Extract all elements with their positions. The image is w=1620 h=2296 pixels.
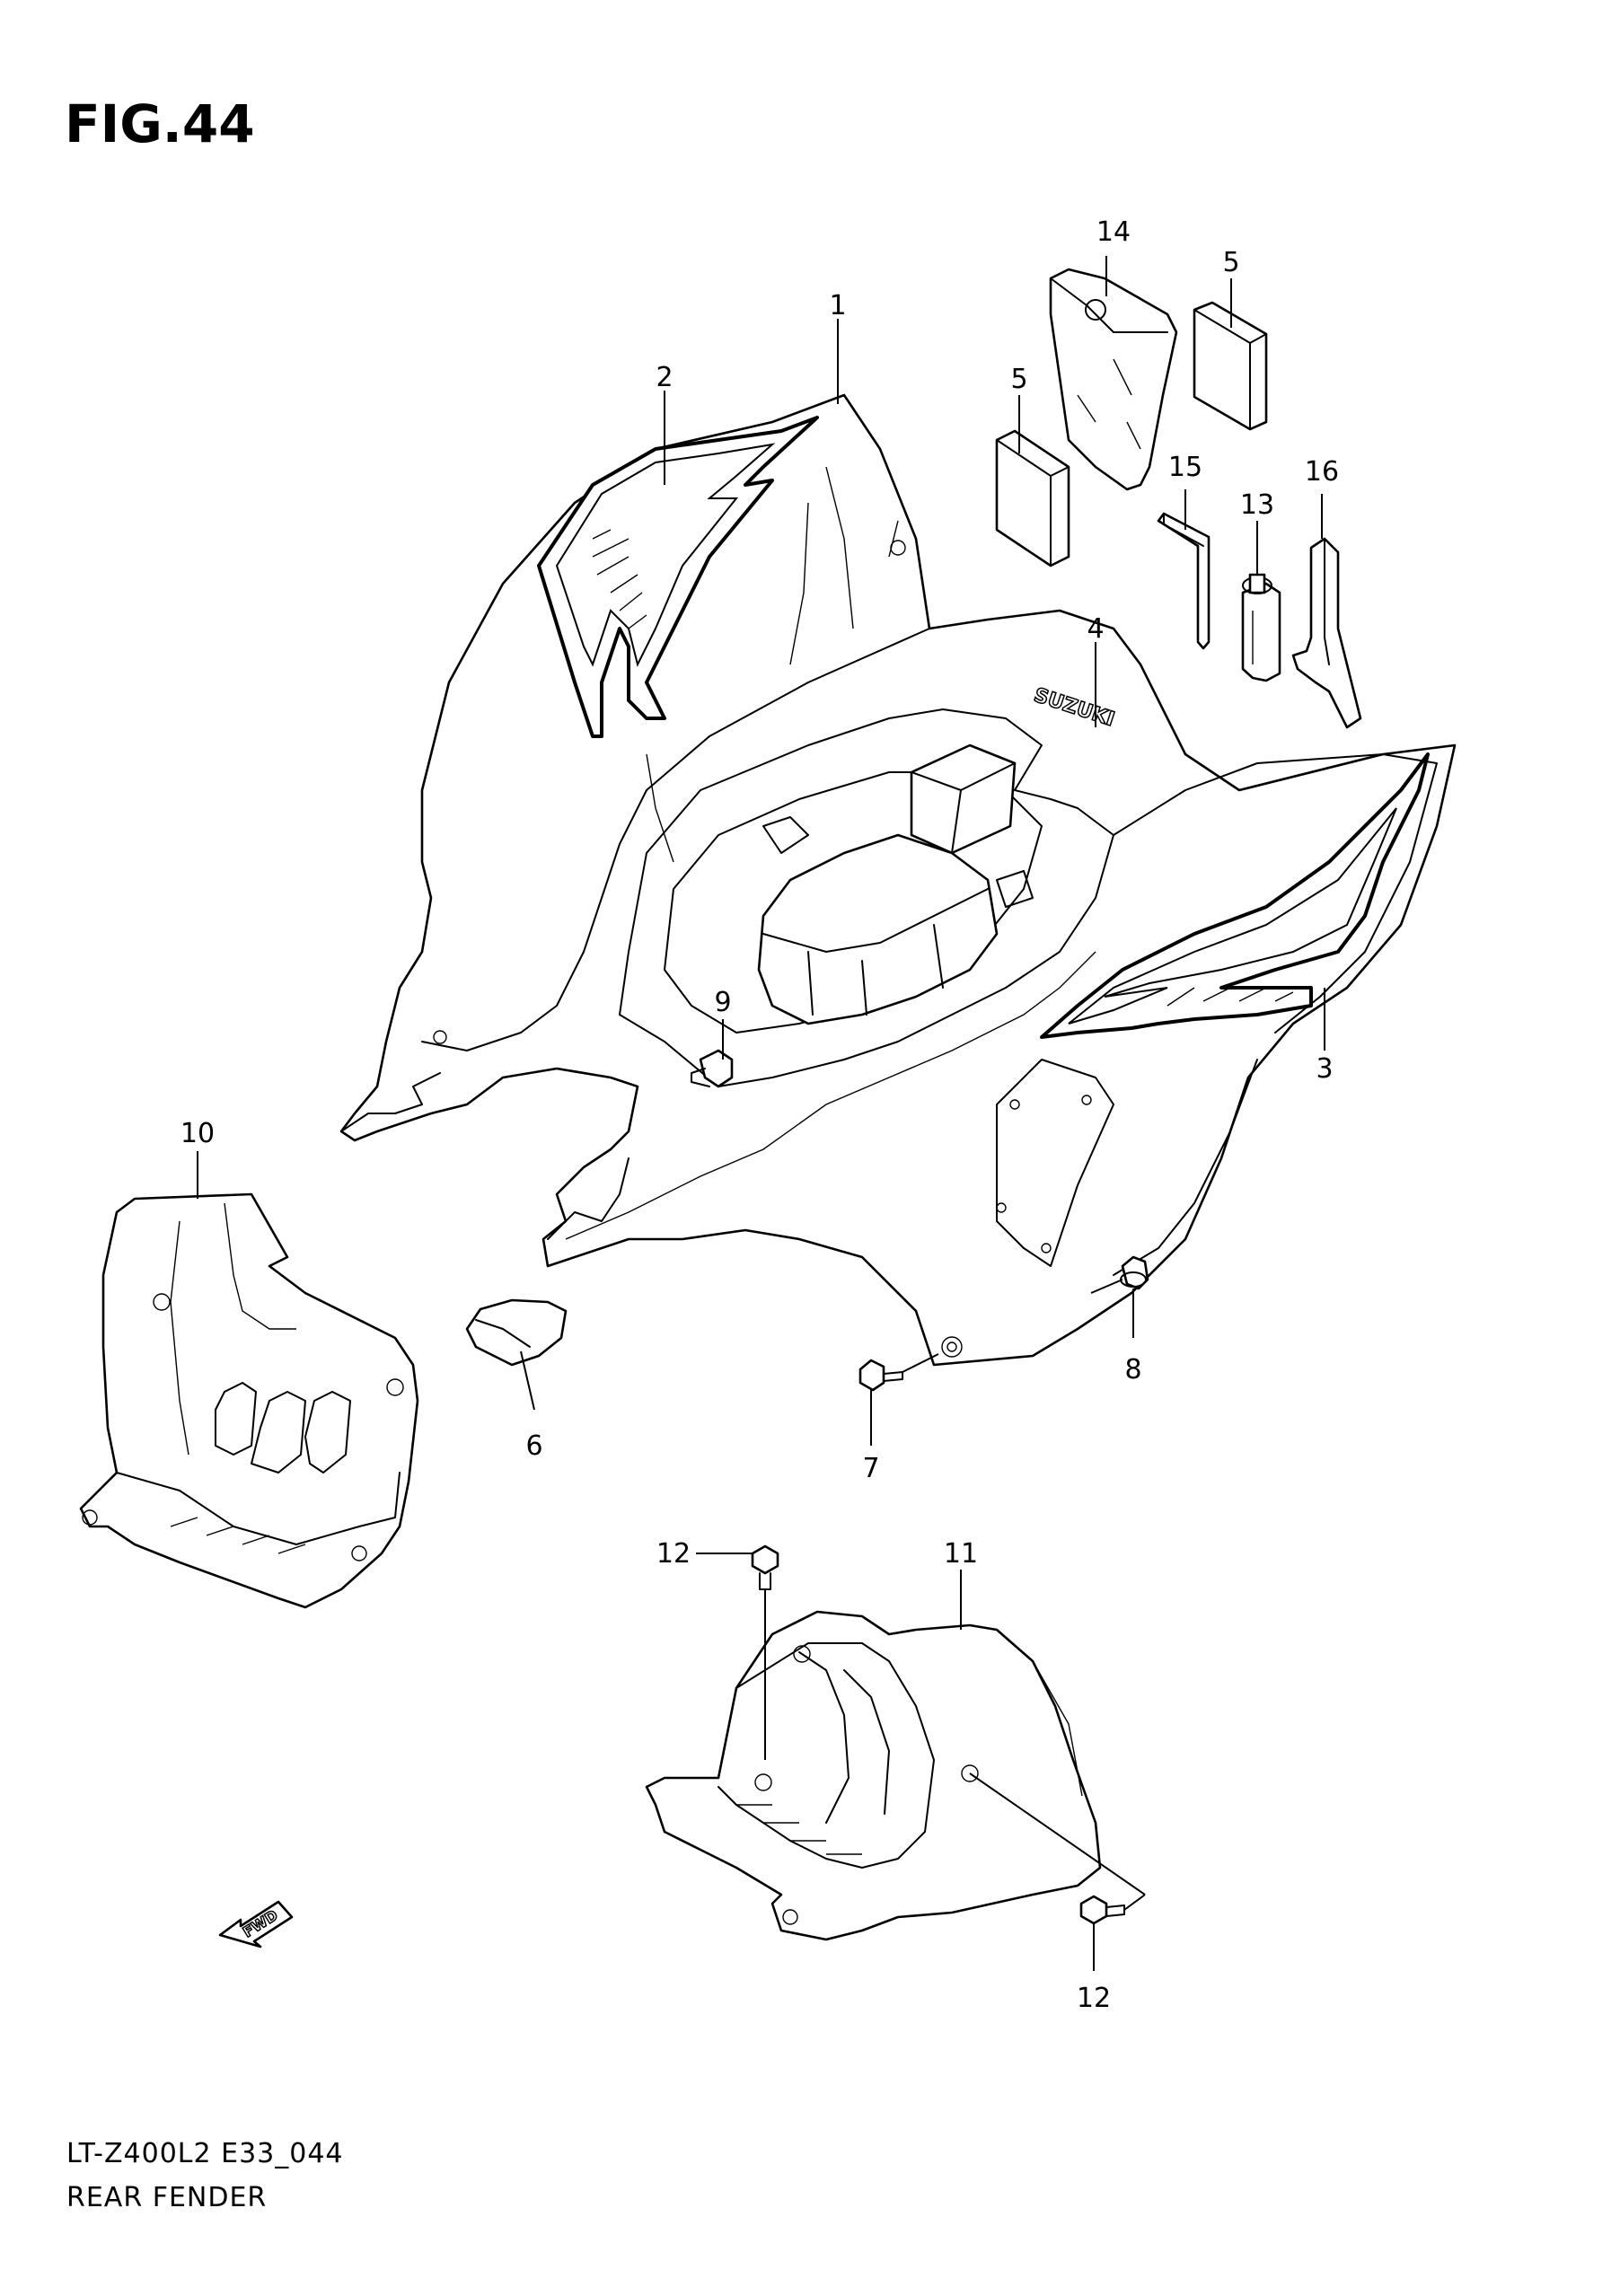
spanner-part — [1291, 537, 1362, 729]
callout-1: 1 — [829, 290, 846, 321]
hex-wrench-part — [1157, 512, 1211, 650]
callout-16: 16 — [1305, 456, 1339, 488]
callout-11: 11 — [944, 1538, 978, 1570]
callout-7: 7 — [862, 1453, 879, 1484]
callout-5b: 5 — [1222, 247, 1239, 278]
clip-part-9 — [691, 1049, 734, 1088]
callout-labels: 1 2 3 4 5 5 6 7 8 9 10 11 12 12 13 14 15… — [180, 216, 1339, 2014]
callout-3: 3 — [1316, 1053, 1333, 1085]
screw-part-7 — [858, 1359, 903, 1392]
callout-4: 4 — [1087, 613, 1104, 645]
model-code: LT-Z400L2 E33_044 — [66, 2138, 344, 2169]
callout-14: 14 — [1096, 216, 1131, 248]
callout-15: 15 — [1168, 452, 1202, 483]
left-decal-part — [537, 416, 819, 738]
callout-6: 6 — [525, 1430, 542, 1462]
figure-caption: REAR FENDER — [66, 2182, 267, 2213]
right-guard-part — [645, 1610, 1102, 1941]
leader-lines — [197, 256, 1325, 1971]
screw-part-12a — [751, 1544, 779, 1590]
callout-10: 10 — [180, 1118, 215, 1149]
tool-bag-part — [1049, 268, 1178, 491]
callout-2: 2 — [656, 362, 673, 393]
screw-part-12b — [1079, 1895, 1125, 1925]
callout-13: 13 — [1240, 489, 1274, 521]
rear-fender-part — [339, 393, 1457, 1367]
callout-8: 8 — [1124, 1354, 1141, 1386]
plug-socket-part — [1241, 573, 1281, 682]
figure-title: FIG.44 — [65, 93, 255, 154]
callout-5a: 5 — [1010, 364, 1027, 395]
pad-part-b — [1193, 301, 1268, 431]
nut-part-8 — [1120, 1255, 1149, 1290]
cap-part-6 — [465, 1298, 568, 1367]
fwd-arrow-icon: FWD — [218, 1900, 294, 1949]
left-guard-part — [79, 1192, 419, 1609]
pad-part-a — [995, 429, 1070, 567]
callout-12a: 12 — [656, 1538, 691, 1570]
callout-9: 9 — [714, 987, 731, 1018]
right-decal-part — [1040, 752, 1430, 1039]
callout-12b: 12 — [1077, 1983, 1111, 2014]
